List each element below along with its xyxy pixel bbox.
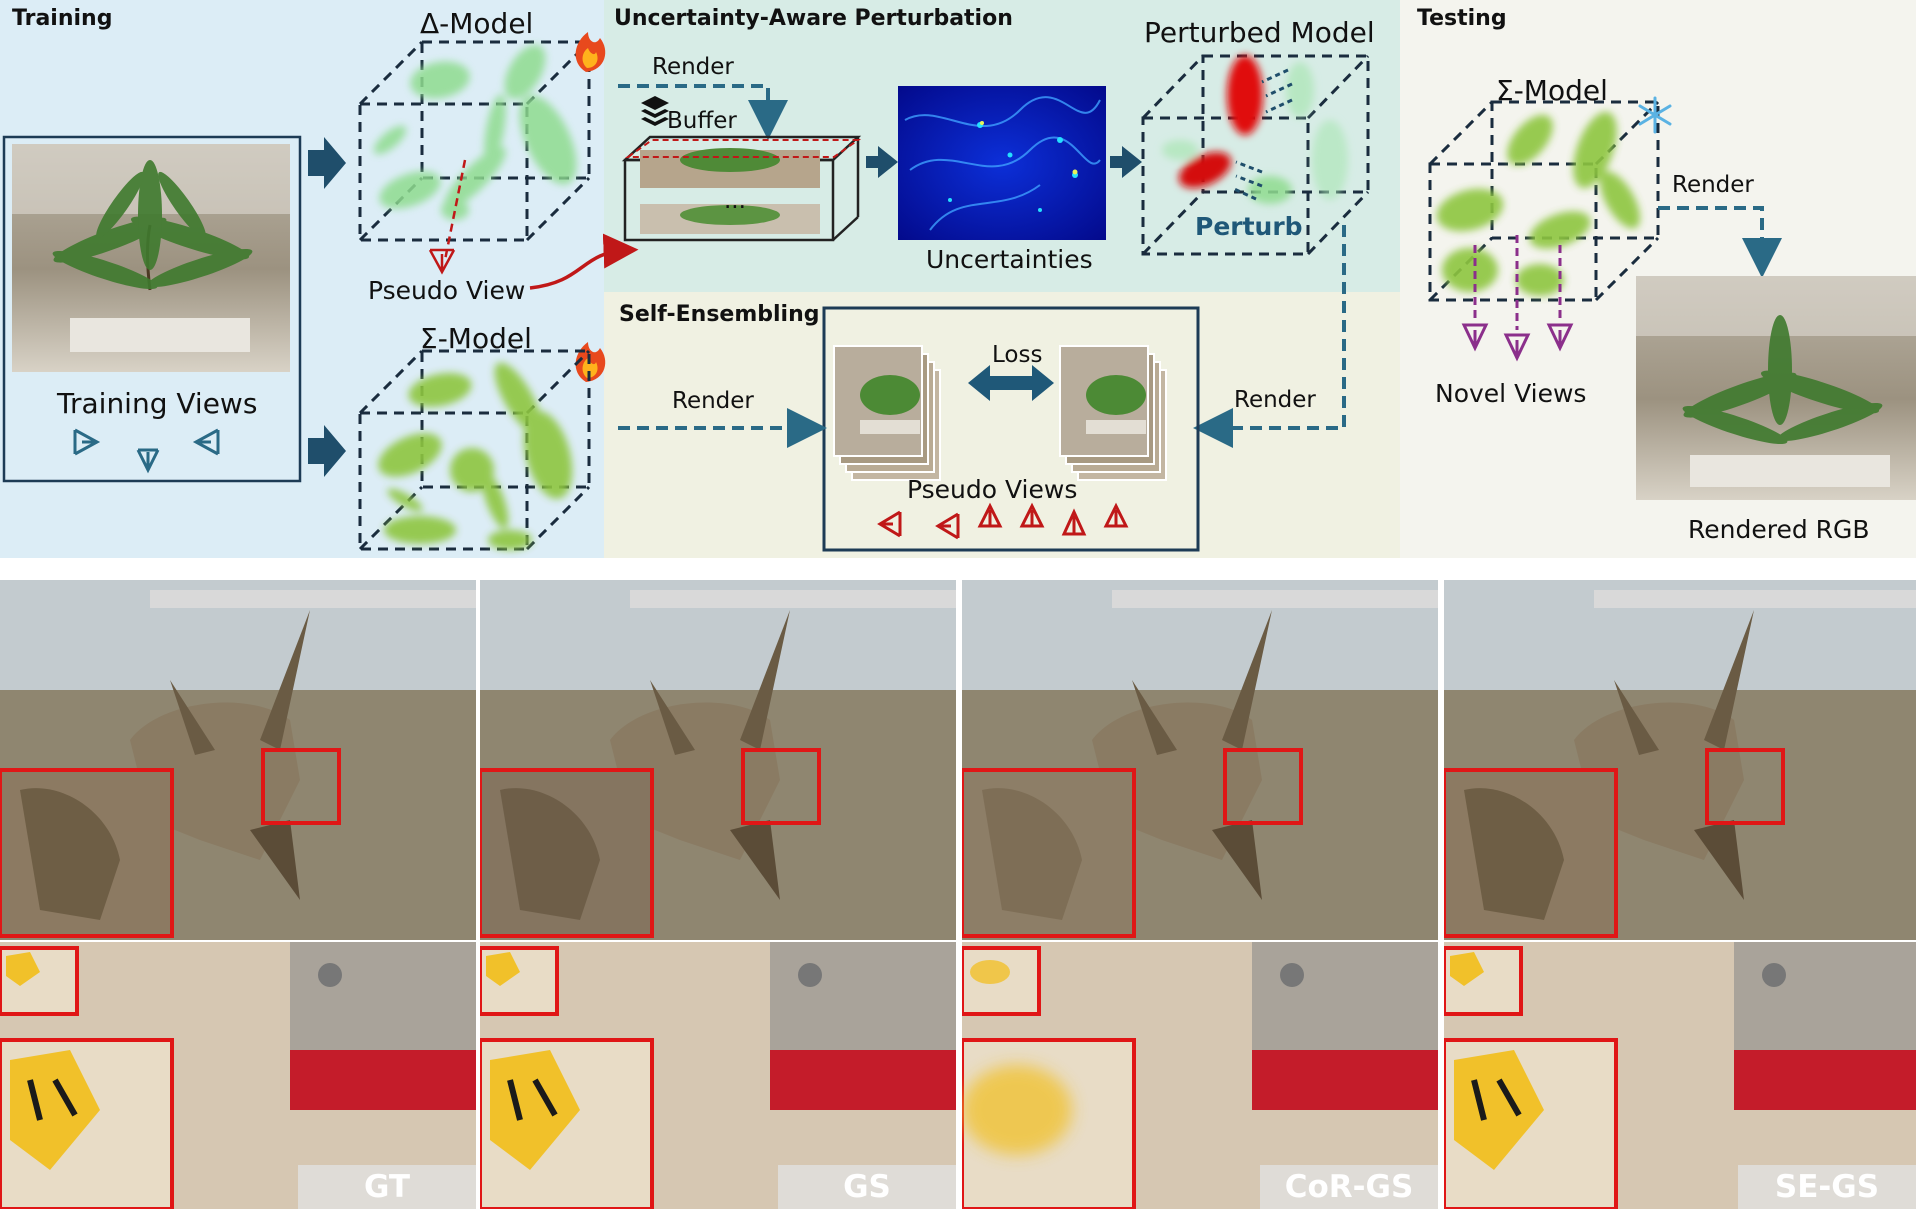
snowflake-icon bbox=[1638, 96, 1672, 134]
layers-icon bbox=[641, 96, 669, 126]
pseudo-views-label: Pseudo Views bbox=[907, 475, 1078, 504]
loss-label: Loss bbox=[992, 342, 1043, 368]
loss-double-arrow bbox=[968, 365, 1054, 401]
training-image-stack bbox=[12, 144, 290, 372]
section-title-self-ensembling: Self-Ensembling bbox=[619, 302, 820, 327]
comparison-column-se-gs: SE-GS bbox=[1444, 580, 1916, 1209]
training-views-frame bbox=[2, 135, 302, 483]
section-title-testing: Testing bbox=[1417, 6, 1507, 31]
pseudo-view-label: Pseudo View bbox=[368, 276, 526, 305]
dino-scene-cor-gs bbox=[962, 580, 1438, 1209]
pseudo-stack-left bbox=[833, 345, 941, 481]
sigma-model-label: Σ-Model bbox=[420, 322, 532, 355]
pseudo-view-camera-icon bbox=[428, 248, 456, 275]
delta-gaussians bbox=[373, 44, 577, 220]
comparison-column-gs: GS bbox=[480, 580, 956, 1209]
uncertainty-to-perturbed-arrow bbox=[1110, 146, 1142, 178]
pseudo-stack-right bbox=[1059, 345, 1167, 481]
rendered-rgb-stack bbox=[1636, 276, 1916, 500]
pipeline-diagram bbox=[2, 32, 1916, 552]
comparison-column-cor-gs: CoR-GS bbox=[962, 580, 1438, 1209]
rendered-rgb-label: Rendered RGB bbox=[1688, 515, 1870, 544]
buffer-ellipsis: ... bbox=[724, 188, 746, 214]
training-views-label: Training Views bbox=[57, 387, 258, 420]
render-to-buffer-arrow bbox=[618, 84, 788, 140]
comparison-column-gt: GT bbox=[0, 580, 476, 1209]
test-render-arrow bbox=[1658, 206, 1782, 278]
sigma-test-gaussians bbox=[1436, 111, 1641, 296]
pseudo-view-camera-icons bbox=[877, 502, 1129, 540]
uncertainty-map bbox=[898, 86, 1106, 240]
section-title-perturbation: Uncertainty-Aware Perturbation bbox=[614, 6, 1013, 31]
method-label-gt: GT bbox=[298, 1165, 476, 1209]
method-label-se-gs: SE-GS bbox=[1738, 1165, 1916, 1209]
arrow-to-delta bbox=[308, 137, 346, 189]
dino-scene-gs bbox=[480, 580, 956, 1209]
novel-view-camera-icons bbox=[1461, 323, 1574, 362]
section-title-training: Training bbox=[12, 6, 113, 31]
perturbed-model-label: Perturbed Model bbox=[1144, 16, 1375, 49]
buffer-label: Buffer bbox=[667, 108, 737, 134]
render-test-label: Render bbox=[1672, 172, 1754, 198]
training-camera-icons bbox=[73, 428, 220, 474]
comparison-grid: GT GS bbox=[0, 580, 1916, 1209]
perturb-arrows bbox=[1231, 68, 1293, 201]
perturbed-gaussians bbox=[1162, 55, 1348, 204]
fire-icon-delta bbox=[575, 32, 606, 72]
novel-view-rays bbox=[1473, 235, 1562, 330]
perturb-label: Perturb bbox=[1195, 212, 1303, 241]
render-self-ens-label: Render bbox=[672, 388, 754, 414]
novel-views-label: Novel Views bbox=[1435, 379, 1587, 408]
arrow-to-sigma bbox=[308, 425, 346, 477]
perturbed-render-arrow bbox=[1193, 225, 1346, 448]
render-perturbed-label: Render bbox=[1234, 387, 1316, 413]
pseudo-view-to-buffer-arrow bbox=[529, 233, 639, 290]
buffer-images bbox=[640, 148, 820, 234]
self-ensembling-panel bbox=[604, 292, 1400, 558]
buffer-red-outline bbox=[624, 139, 862, 158]
buffer-to-uncertainty-arrow bbox=[866, 146, 898, 178]
delta-pseudo-ray bbox=[443, 159, 467, 261]
uncertainties-label: Uncertainties bbox=[926, 245, 1093, 274]
method-label-gs: GS bbox=[778, 1165, 956, 1209]
sigma-test-label: Σ-Model bbox=[1496, 74, 1608, 107]
sigma-gaussians bbox=[378, 362, 573, 550]
delta-model-label: Δ-Model bbox=[420, 7, 534, 40]
method-label-cor-gs: CoR-GS bbox=[1260, 1165, 1438, 1209]
render-buffer-label: Render bbox=[652, 54, 734, 80]
dino-scene-gt bbox=[0, 580, 476, 1209]
dino-scene-se-gs bbox=[1444, 580, 1916, 1209]
